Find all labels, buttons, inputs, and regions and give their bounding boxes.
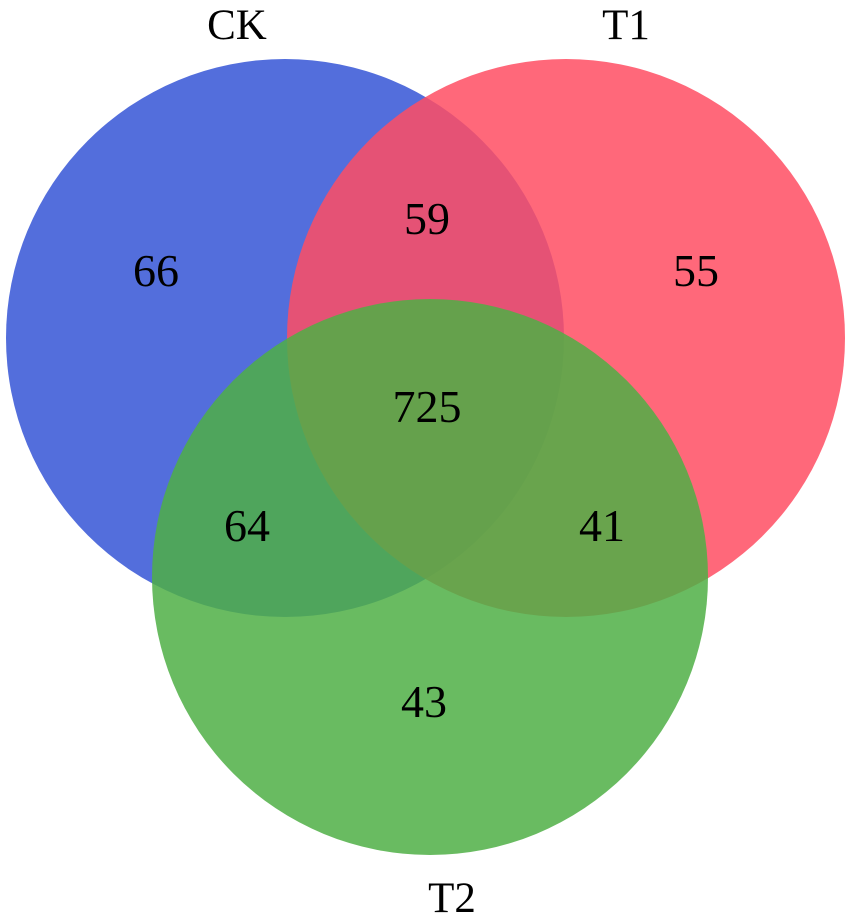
count-ck-t2: 64 [224,500,270,551]
circle-t2 [152,299,708,855]
count-t1-t2: 41 [579,500,625,551]
count-t1-only: 55 [673,245,719,296]
count-ck-only: 66 [133,245,179,296]
count-t2-only: 43 [401,676,447,727]
count-ck-t1: 59 [404,193,450,244]
set-label-ck: CK [207,2,267,49]
count-all: 725 [393,381,462,432]
set-label-t2: T2 [428,875,476,917]
set-label-t1: T1 [602,2,650,49]
